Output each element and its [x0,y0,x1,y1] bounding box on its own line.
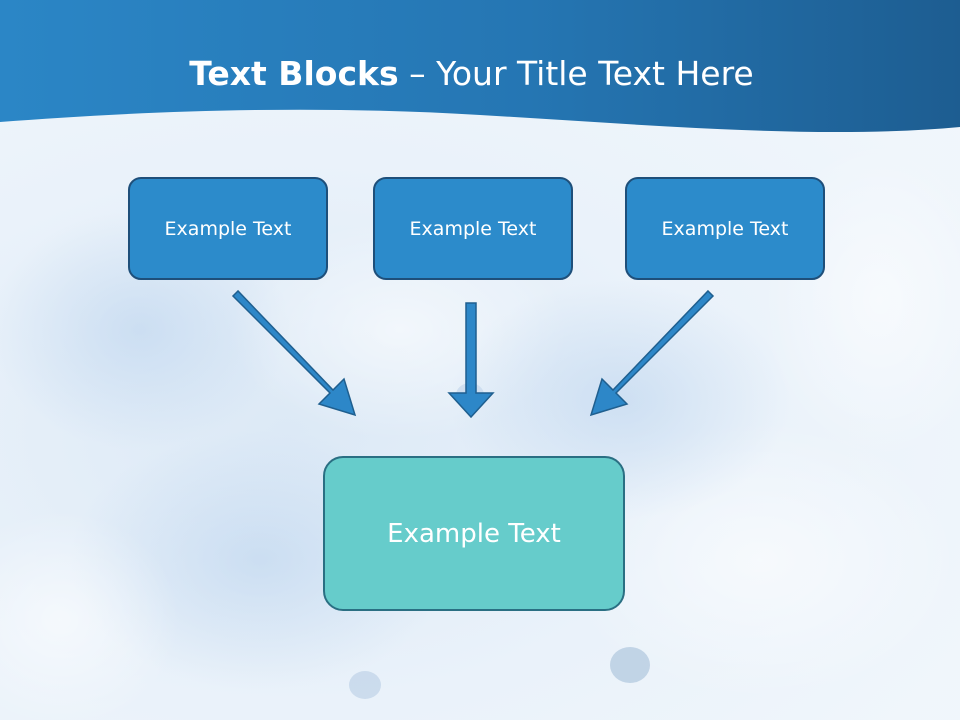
title-separator: – [398,54,437,93]
text-block-right: Example Text [625,177,825,280]
text-block-center: Example Text [373,177,573,280]
text-block-bottom-label: Example Text [387,518,561,549]
text-block-right-label: Example Text [661,217,789,240]
title-rest-part: Your Title Text Here [436,54,754,93]
text-block-left: Example Text [128,177,328,280]
slide-title: Text Blocks – Your Title Text Here [0,52,943,96]
title-bold-part: Text Blocks [189,54,399,93]
text-block-left-label: Example Text [164,217,292,240]
text-block-bottom: Example Text [323,456,625,611]
header-band [0,0,960,133]
text-block-center-label: Example Text [409,217,537,240]
